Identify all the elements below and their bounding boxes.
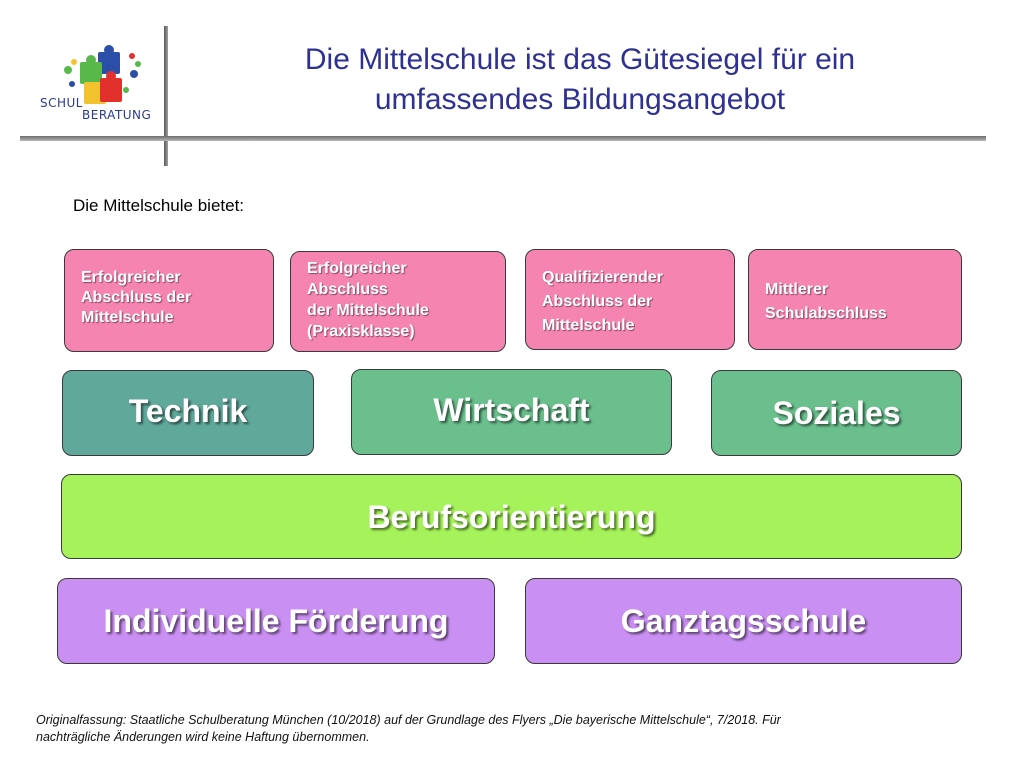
branch-wirtschaft-label: Wirtschaft (433, 392, 590, 428)
logo-text-beratung: BERATUNG (82, 108, 152, 122)
berufsorientierung-label: Berufsorientierung (367, 499, 656, 535)
degree-line: Schulabschluss (765, 305, 887, 322)
logo-text-schul: SCHUL (40, 96, 83, 110)
intro-text: Die Mittelschule bietet: (73, 196, 245, 215)
puzzle-logo-icon (64, 45, 141, 104)
schulberatung-logo: SCHUL BERATUNG (40, 44, 160, 124)
degree-line: Abschluss der (81, 289, 192, 306)
berufsorientierung-box: Berufsorientierung (61, 474, 962, 559)
branch-technik-label: Technik (128, 393, 248, 429)
degree-line: der Mittelschule (307, 302, 429, 319)
degree-box-praxisklasse: Erfolgreicher Abschluss der Mittelschule… (290, 251, 506, 352)
degree-box-abschluss: Erfolgreicher Abschluss der Mittelschule (64, 249, 274, 352)
branch-technik: Technik (62, 370, 314, 456)
page-title: Die Mittelschule ist das Gütesiegel für … (180, 40, 980, 120)
degree-line: Erfolgreicher (307, 260, 407, 277)
ganztagsschule-label: Ganztagsschule (620, 603, 867, 639)
source-note-line-1: Originalfassung: Staatliche Schulberatun… (36, 713, 781, 727)
degree-line: Mittlerer (765, 281, 829, 298)
degree-line: Qualifizierender (542, 269, 663, 286)
header-vertical-rule (164, 26, 168, 166)
foerderung-box: Individuelle Förderung (57, 578, 495, 664)
branch-wirtschaft: Wirtschaft (351, 369, 672, 455)
degree-line: Mittelschule (81, 309, 174, 326)
ganztagsschule-box: Ganztagsschule (525, 578, 962, 664)
header-horizontal-rule (20, 136, 986, 141)
degree-line: (Praxisklasse) (307, 323, 415, 340)
source-note-line-2: nachträgliche Änderungen wird keine Haft… (36, 730, 370, 744)
foerderung-label: Individuelle Förderung (103, 603, 449, 639)
degree-line: Erfolgreicher (81, 269, 181, 286)
degree-box-quali: Qualifizierender Abschluss der Mittelsch… (525, 249, 735, 350)
degree-line: Abschluss (307, 281, 388, 298)
degree-line: Abschluss der (542, 293, 653, 310)
page-title-line-2: umfassendes Bildungsangebot (374, 83, 786, 116)
source-note: Originalfassung: Staatliche Schulberatun… (36, 712, 936, 746)
degree-box-mittlerer: Mittlerer Schulabschluss (748, 249, 962, 350)
page-title-line-1: Die Mittelschule ist das Gütesiegel für … (304, 43, 856, 76)
branch-soziales: Soziales (711, 370, 962, 456)
branch-soziales-label: Soziales (772, 395, 901, 431)
degree-line: Mittelschule (542, 317, 635, 334)
